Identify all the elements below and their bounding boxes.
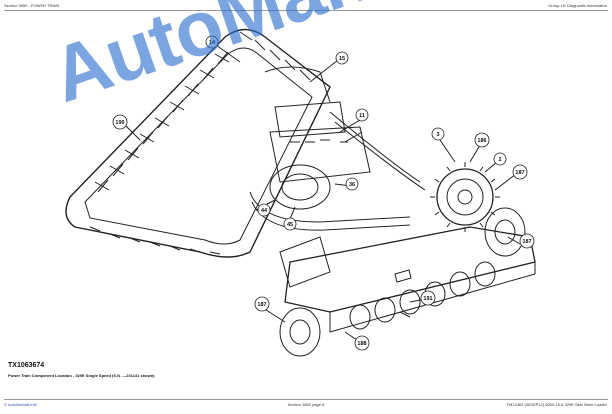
road-wheels (349, 261, 496, 330)
callout-2: 2 (498, 157, 501, 163)
drive-motor (249, 66, 426, 231)
callout-187-circle-b (519, 233, 535, 249)
powertrain-illustration: 14 15 190 11 3 186 2 187 36 44 45 187 18… (0, 12, 612, 362)
callout-3: 3 (436, 132, 439, 138)
callout-11: 11 (359, 113, 365, 119)
header-section: Section 0650 - POWER TRAIN (4, 3, 60, 8)
footer-page: Section 0650 page 6 (287, 402, 325, 407)
figure-caption: Power Train Component Location - 329E Si… (8, 373, 155, 378)
callout-15-circle (335, 51, 349, 65)
callout-44: 44 (261, 208, 268, 214)
callout-11-circle (355, 108, 369, 122)
header-divider (4, 10, 608, 11)
rear-idler (279, 307, 321, 357)
header-group: Group 15: Diagnostic Information (548, 3, 607, 8)
callout-3-circle (431, 127, 445, 141)
footer-divider (4, 399, 608, 400)
figure-id: TX1063674 (8, 362, 45, 369)
callout-2-circle (493, 152, 507, 166)
sprocket (430, 162, 500, 232)
callout-190-circle (112, 114, 128, 130)
footer-manual-id: TM12463 (05SEP12) 0650-15-6 329E Skid St… (506, 402, 607, 407)
callout-14-circle (205, 35, 219, 49)
callout-191-circle (420, 290, 436, 306)
callout-44-circle (257, 203, 271, 217)
callout-187-a: 187 (515, 170, 524, 176)
callout-15: 15 (339, 56, 345, 62)
callout-14: 14 (209, 40, 216, 46)
callout-187-b: 187 (522, 239, 531, 245)
track (65, 28, 331, 258)
callout-45: 45 (287, 222, 293, 228)
track-frame (279, 226, 536, 333)
callout-186: 186 (477, 138, 486, 144)
powertrain-drawing: 14 15 190 11 3 186 2 187 36 44 45 187 18… (65, 28, 536, 357)
callout-188: 188 (357, 341, 366, 347)
callout-36: 36 (349, 182, 355, 188)
callout-36-circle (345, 177, 359, 191)
callout-labels: 14 15 190 11 3 186 2 187 36 44 45 187 18… (112, 35, 535, 351)
callout-187-circle-a (512, 164, 528, 180)
callout-186-circle (474, 132, 490, 148)
callout-191: 191 (423, 296, 432, 302)
footer-link[interactable]: © AutoManual.Info (4, 402, 37, 407)
page-header: Section 0650 - POWER TRAIN Group 15: Dia… (0, 0, 612, 12)
callout-187-circle-c (254, 296, 270, 312)
callout-187-c: 187 (257, 302, 266, 308)
callout-188-circle (354, 335, 370, 351)
callout-190: 190 (115, 120, 124, 126)
front-idler (484, 207, 526, 257)
callout-45-circle (283, 217, 297, 231)
